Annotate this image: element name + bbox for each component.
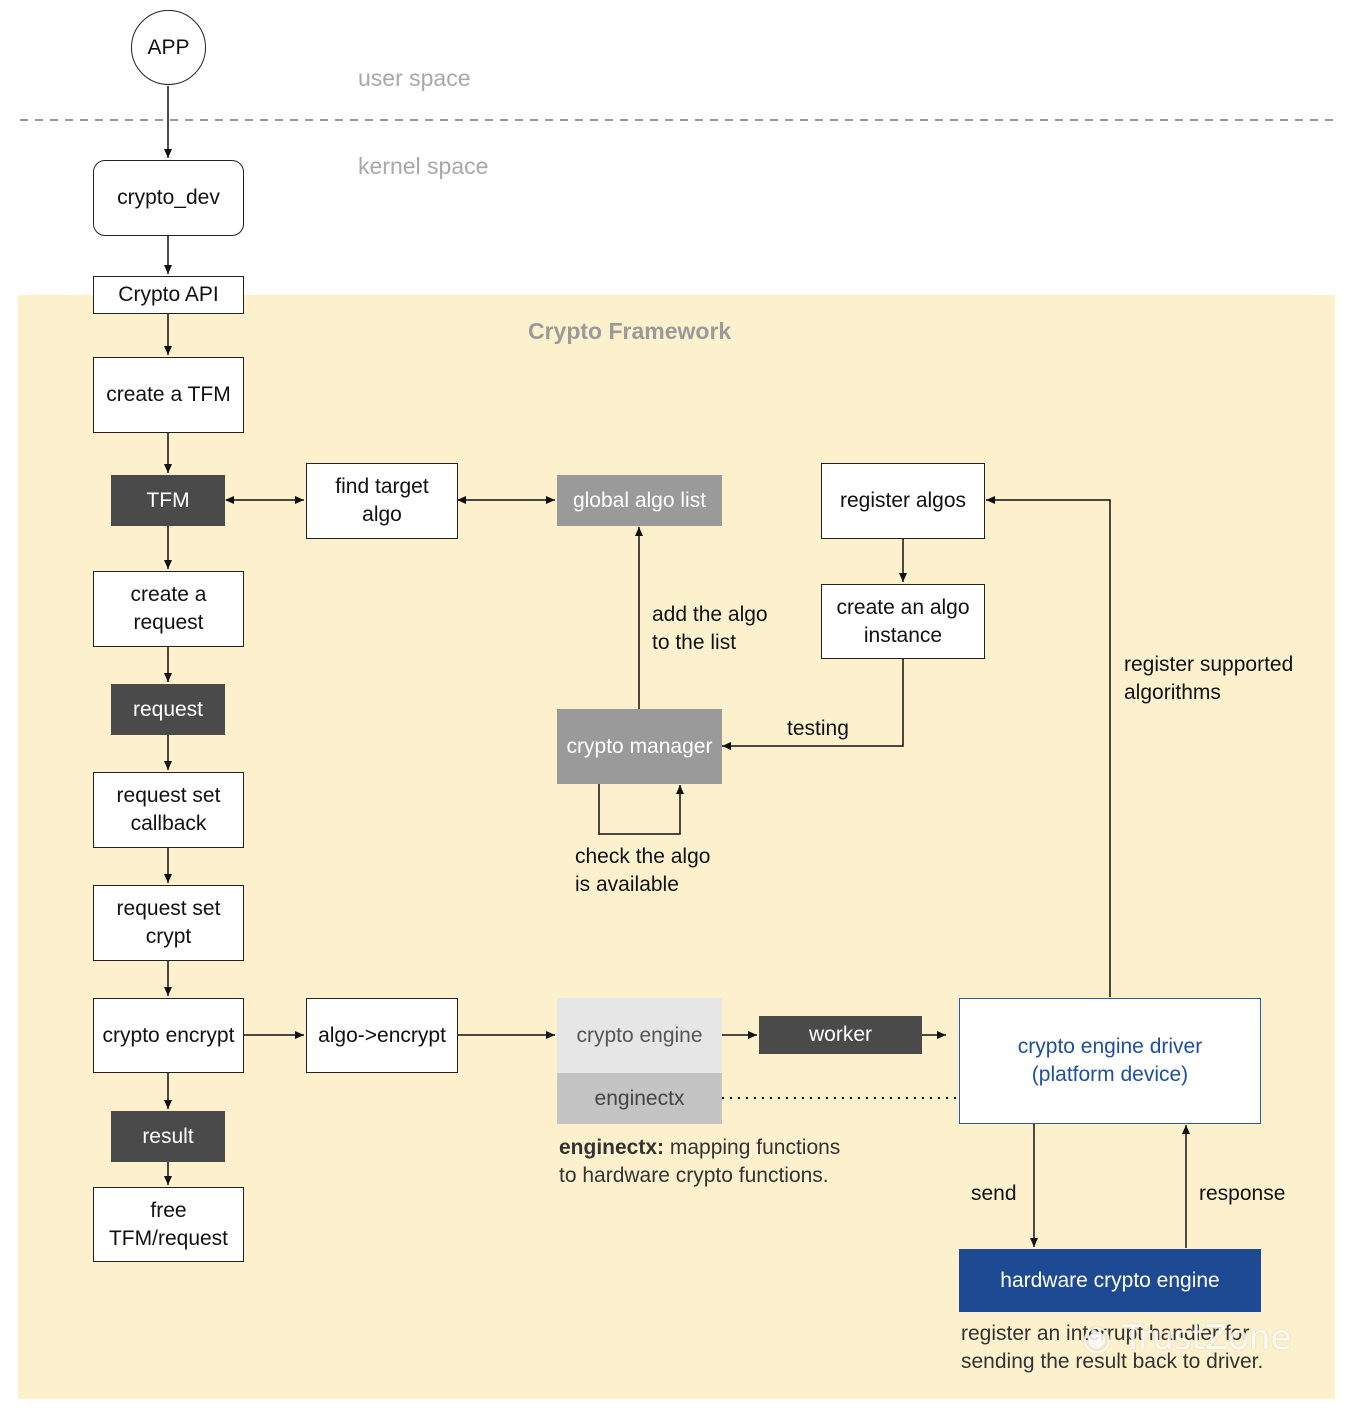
- algo-encrypt-node: algo->encrypt: [306, 998, 458, 1073]
- enginectx-note-line2: to hardware crypto functions.: [559, 1164, 829, 1187]
- result-node: result: [111, 1111, 225, 1162]
- user-space-label: user space: [358, 65, 471, 91]
- kernel-space-label: kernel space: [358, 153, 489, 179]
- edge-check-loop: [598, 784, 684, 835]
- worker-node: worker: [759, 1016, 922, 1054]
- enginectx-note-rest: mapping functions: [664, 1136, 841, 1159]
- find-target-algo-node: find target algo: [306, 463, 458, 539]
- enginectx-node: enginectx: [557, 1073, 722, 1124]
- register-algos-node: register algos: [821, 463, 985, 539]
- request-node: request: [111, 684, 225, 735]
- crypto-engine-node: crypto engine: [557, 998, 722, 1073]
- framework-title: Crypto Framework: [528, 318, 732, 344]
- wechat-icon: ◉: [1082, 1318, 1112, 1358]
- send-label: send: [971, 1182, 1017, 1205]
- crypto-manager-node: crypto manager: [557, 709, 722, 784]
- app-node: APP: [131, 10, 206, 85]
- request-set-crypt-node: request set crypt: [93, 885, 244, 961]
- free-tfm-request-node: free TFM/request: [93, 1187, 244, 1262]
- create-request-node: create a request: [93, 571, 244, 647]
- request-set-callback-node: request set callback: [93, 772, 244, 848]
- add-algo-label: add the algo to the list: [652, 603, 768, 654]
- edge-register-supported: [986, 496, 1111, 997]
- trustzone-watermark: ◉ TrustZone: [1082, 1318, 1291, 1358]
- irq-note: register an interrupt handler for sendin…: [961, 1322, 1264, 1373]
- crypto-api-node: Crypto API: [93, 276, 244, 314]
- response-label: response: [1199, 1182, 1286, 1205]
- crypto-encrypt-node: crypto encrypt: [93, 998, 244, 1073]
- enginectx-note-bold: enginectx:: [559, 1136, 665, 1159]
- crypto-dev-node: crypto_dev: [93, 160, 244, 236]
- enginectx-note: enginectx: mapping functions: [559, 1134, 840, 1162]
- watermark-text: TrustZone: [1122, 1318, 1292, 1358]
- register-supported-label: register supported algorithms: [1124, 653, 1294, 704]
- edge-testing: [722, 659, 904, 750]
- testing-label: testing: [787, 717, 849, 740]
- create-tfm-node: create a TFM: [93, 357, 244, 433]
- global-algo-list-node: global algo list: [557, 475, 722, 526]
- crypto-engine-driver-node: crypto engine driver (platform device): [959, 998, 1261, 1124]
- hardware-crypto-engine-node: hardware crypto engine: [959, 1249, 1261, 1312]
- create-algo-instance-node: create an algo instance: [821, 584, 985, 659]
- tfm-node: TFM: [111, 475, 225, 526]
- check-algo-label: check the algo is available: [575, 845, 711, 896]
